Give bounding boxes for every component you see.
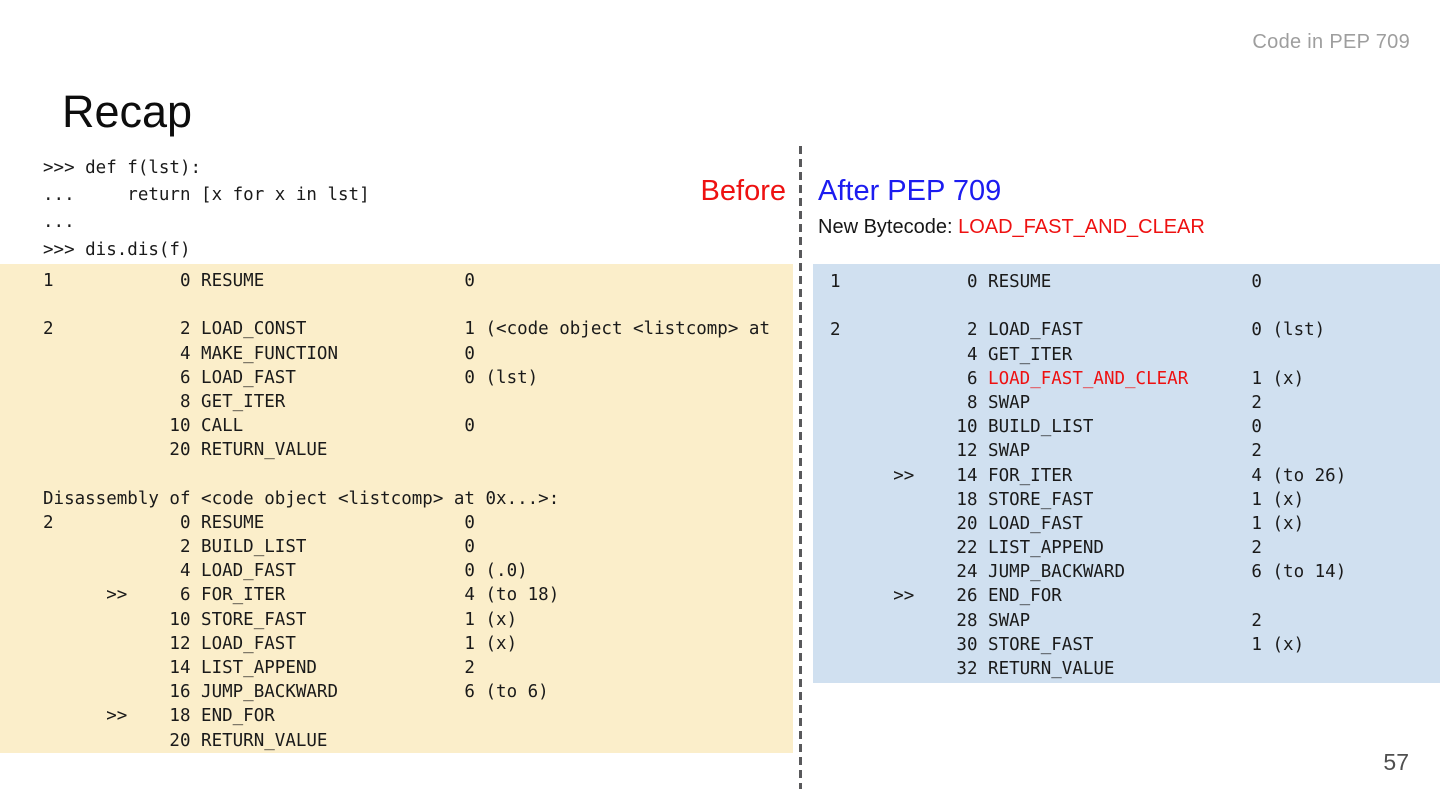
bytecode-text: 4 GET_ITER <box>830 344 1073 365</box>
bytecode-text: 10 CALL 0 <box>43 416 475 437</box>
bytecode-line: >> 26 END_FOR <box>830 584 1440 608</box>
bytecode-line: 10 CALL 0 <box>43 414 793 438</box>
bytecode-text: 18 STORE_FAST 1 (x) <box>830 489 1305 510</box>
bytecode-line: 14 LIST_APPEND 2 <box>43 656 793 680</box>
bytecode-line: 2 2 LOAD_CONST 1 (<code object <listcomp… <box>43 317 793 341</box>
before-bytecode-panel: 1 0 RESUME 0 2 2 LOAD_CONST 1 (<code obje… <box>0 264 793 753</box>
bytecode-text: 20 LOAD_FAST 1 (x) <box>830 513 1305 534</box>
bytecode-text: 4 LOAD_FAST 0 (.0) <box>43 561 528 582</box>
bytecode-text: 1 0 RESUME 0 <box>830 272 1262 292</box>
bytecode-line: 1 0 RESUME 0 <box>830 270 1440 294</box>
bytecode-text: 24 JUMP_BACKWARD 6 (to 14) <box>830 562 1347 583</box>
bytecode-line: 2 2 LOAD_FAST 0 (lst) <box>830 318 1440 342</box>
bytecode-text: 16 JUMP_BACKWARD 6 (to 6) <box>43 682 549 703</box>
bytecode-line: 12 SWAP 2 <box>830 439 1440 463</box>
bytecode-text: 20 RETURN_VALUE <box>43 440 328 461</box>
bytecode-text: Disassembly of <code object <listcomp> a… <box>43 488 560 509</box>
bytecode-line: 4 MAKE_FUNCTION 0 <box>43 342 793 366</box>
bytecode-text: 8 GET_ITER <box>43 391 286 412</box>
bytecode-text: 28 SWAP 2 <box>830 610 1262 631</box>
bytecode-text: >> 14 FOR_ITER 4 (to 26) <box>830 465 1347 486</box>
bytecode-text: 2 2 LOAD_CONST 1 (<code object <listcomp… <box>43 319 770 340</box>
bytecode-line: 22 LIST_APPEND 2 <box>830 536 1440 560</box>
bytecode-line: 8 SWAP 2 <box>830 391 1440 415</box>
new-bytecode-note-highlight: LOAD_FAST_AND_CLEAR <box>958 216 1205 238</box>
bytecode-line: 1 0 RESUME 0 <box>43 269 793 293</box>
bytecode-text: 14 LIST_APPEND 2 <box>43 658 475 678</box>
bytecode-line: 4 GET_ITER <box>830 343 1440 367</box>
bytecode-text: 12 SWAP 2 <box>830 441 1262 462</box>
bytecode-line <box>830 294 1440 318</box>
bytecode-line: >> 14 FOR_ITER 4 (to 26) <box>830 464 1440 488</box>
bytecode-text: >> 26 END_FOR <box>830 586 1062 607</box>
bytecode-line: 20 RETURN_VALUE <box>43 729 793 753</box>
bytecode-line: 6 LOAD_FAST 0 (lst) <box>43 366 793 390</box>
bytecode-text: 32 RETURN_VALUE <box>830 659 1115 679</box>
bytecode-line: 6 LOAD_FAST_AND_CLEAR 1 (x) <box>830 367 1440 391</box>
page-number: 57 <box>1383 749 1409 775</box>
bytecode-text: 12 LOAD_FAST 1 (x) <box>43 633 518 654</box>
bytecode-line: 4 LOAD_FAST 0 (.0) <box>43 559 793 583</box>
bytecode-line: >> 6 FOR_ITER 4 (to 18) <box>43 583 793 607</box>
bytecode-line: 20 RETURN_VALUE <box>43 438 793 462</box>
bytecode-text: 10 BUILD_LIST 0 <box>830 417 1262 438</box>
vertical-dashed-divider <box>799 146 802 789</box>
slide-header-label: Code in PEP 709 <box>1252 31 1410 53</box>
bytecode-line: 8 GET_ITER <box>43 390 793 414</box>
before-heading: Before <box>700 175 786 207</box>
bytecode-line: 18 STORE_FAST 1 (x) <box>830 488 1440 512</box>
bytecode-text: 1 (x) <box>1188 368 1305 389</box>
bytecode-text: 20 RETURN_VALUE <box>43 730 328 751</box>
bytecode-line: 32 RETURN_VALUE <box>830 657 1440 681</box>
repl-line: >>> dis.dis(f) <box>43 239 191 260</box>
bytecode-text: 1 0 RESUME 0 <box>43 271 475 291</box>
bytecode-text: 8 SWAP 2 <box>830 392 1262 413</box>
bytecode-line: 10 STORE_FAST 1 (x) <box>43 608 793 632</box>
bytecode-text: 30 STORE_FAST 1 (x) <box>830 634 1305 655</box>
page-title: Recap <box>62 86 193 137</box>
bytecode-line: >> 18 END_FOR <box>43 704 793 728</box>
bytecode-text: 2 2 LOAD_FAST 0 (lst) <box>830 320 1326 341</box>
bytecode-line: 2 0 RESUME 0 <box>43 511 793 535</box>
bytecode-text: 22 LIST_APPEND 2 <box>830 538 1262 559</box>
bytecode-line <box>43 293 793 317</box>
bytecode-line: 2 BUILD_LIST 0 <box>43 535 793 559</box>
bytecode-text: 6 <box>830 368 989 389</box>
bytecode-text: 2 BUILD_LIST 0 <box>43 537 475 558</box>
bytecode-text: 10 STORE_FAST 1 (x) <box>43 609 518 630</box>
bytecode-line: 16 JUMP_BACKWARD 6 (to 6) <box>43 680 793 704</box>
bytecode-line: 28 SWAP 2 <box>830 609 1440 633</box>
bytecode-text: 6 LOAD_FAST 0 (lst) <box>43 367 539 388</box>
bytecode-text: >> 6 FOR_ITER 4 (to 18) <box>43 585 560 606</box>
new-bytecode-note-prefix: New Bytecode: <box>818 216 959 238</box>
bytecode-line: 12 LOAD_FAST 1 (x) <box>43 632 793 656</box>
bytecode-text: 2 0 RESUME 0 <box>43 512 475 533</box>
bytecode-text: 4 MAKE_FUNCTION 0 <box>43 343 475 364</box>
after-bytecode-panel: 1 0 RESUME 0 2 2 LOAD_FAST 0 (lst) 4 GET_… <box>813 264 1440 683</box>
bytecode-text: >> 18 END_FOR <box>43 706 275 727</box>
bytecode-highlighted-opname: LOAD_FAST_AND_CLEAR <box>988 368 1189 389</box>
after-pep709-heading: After PEP 709 <box>818 175 1002 207</box>
bytecode-line: 30 STORE_FAST 1 (x) <box>830 633 1440 657</box>
bytecode-line: 10 BUILD_LIST 0 <box>830 415 1440 439</box>
bytecode-line: Disassembly of <code object <listcomp> a… <box>43 487 793 511</box>
bytecode-line <box>43 463 793 487</box>
new-bytecode-note: New Bytecode: LOAD_FAST_AND_CLEAR <box>818 216 1205 239</box>
repl-line: ... <box>43 212 75 233</box>
repl-line: ... return [x for x in lst] <box>43 185 370 206</box>
repl-line: >>> def f(lst): <box>43 158 202 178</box>
python-repl-code: >>> def f(lst): ... return [x for x in ls… <box>43 155 370 264</box>
bytecode-line: 24 JUMP_BACKWARD 6 (to 14) <box>830 560 1440 584</box>
bytecode-line: 20 LOAD_FAST 1 (x) <box>830 512 1440 536</box>
